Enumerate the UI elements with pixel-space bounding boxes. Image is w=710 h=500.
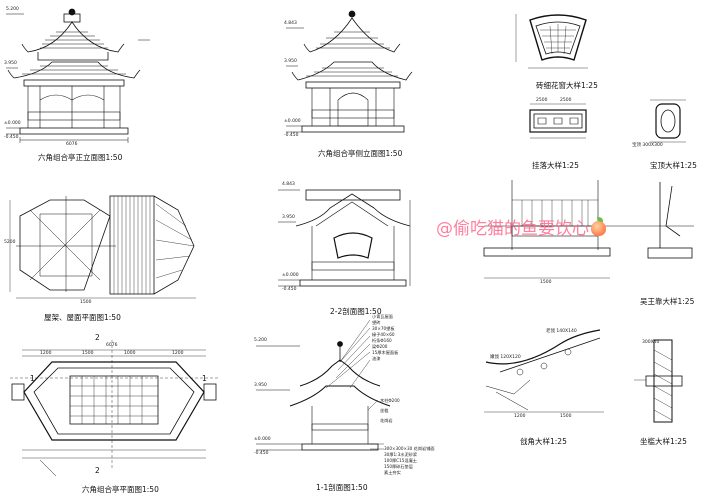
floor-plan-seg3: 1000 bbox=[124, 351, 136, 356]
section-note: 梁Φ200 bbox=[372, 344, 388, 349]
sec11-h4: -0.450 bbox=[254, 451, 269, 456]
hanging-dim-a: 2500 bbox=[536, 98, 548, 103]
section-11-caption: 1-1剖面图1:50 bbox=[316, 483, 368, 492]
side-elev-h4: -0.450 bbox=[284, 133, 299, 138]
seat-detail-caption: 坐槛大样1:25 bbox=[640, 437, 687, 446]
front-elev-h1: 5.200 bbox=[6, 7, 19, 12]
section-note: 桁条Φ160 bbox=[372, 338, 392, 343]
side-elevation-caption: 六角组合亭侧立面图1:50 bbox=[318, 149, 403, 158]
side-elev-h1: 4.843 bbox=[284, 21, 297, 26]
roof-plan-seg: 1500 bbox=[80, 300, 92, 305]
sec11-h3: ±0.000 bbox=[254, 437, 271, 442]
section-note: 望砖 bbox=[372, 320, 381, 325]
floor-plan-seg1: 1200 bbox=[40, 351, 52, 356]
section-mark-1-left: 1 bbox=[30, 374, 35, 383]
front-elev-h3: ±0.000 bbox=[4, 121, 21, 126]
hanging-detail-caption: 挂落大样1:25 bbox=[532, 161, 579, 170]
corner-dim-w2: 1500 bbox=[560, 414, 572, 419]
base-note: 150厚碎石垫层 bbox=[384, 464, 413, 469]
base-note: 素土夯实 bbox=[384, 470, 401, 475]
section-mark-2-bottom: 2 bbox=[95, 466, 100, 475]
corner-note-top: 老戗 140X140 bbox=[546, 329, 577, 334]
front-elev-total: 6076 bbox=[66, 142, 78, 147]
front-elev-h4: -0.450 bbox=[4, 135, 19, 140]
roof-plan-caption: 屋架、屋面平面图1:50 bbox=[44, 313, 121, 322]
sec22-h1: 4.843 bbox=[282, 182, 295, 187]
section-mark-1-right: 1 bbox=[202, 374, 207, 383]
corner-dim-w: 1200 bbox=[514, 414, 526, 419]
corner-detail-caption: 戗角大样1:25 bbox=[520, 437, 567, 446]
finial-note: 宝顶 300X300 bbox=[632, 143, 663, 148]
roof-plan-total: 5200 bbox=[4, 240, 16, 245]
sec11-h2: 3.950 bbox=[254, 383, 267, 388]
hanging-dim-b: 2500 bbox=[560, 98, 572, 103]
watermark-text: @偷吃猫的鱼要饮心 bbox=[436, 219, 589, 239]
base-note: 100厚C15混凝土 bbox=[384, 458, 417, 463]
side-elev-h2: 3.950 bbox=[284, 59, 297, 64]
floor-plan-seg4: 1200 bbox=[172, 351, 184, 356]
sec22-h4: -0.450 bbox=[282, 287, 297, 292]
wu-king-seg: 1500 bbox=[540, 280, 552, 285]
section-note: 小青瓦屋面 bbox=[372, 314, 393, 319]
base-note: 30厚1:3水泥砂浆 bbox=[384, 452, 418, 457]
sec22-h3: ±0.000 bbox=[282, 273, 299, 278]
sec22-h2: 3.950 bbox=[282, 215, 295, 220]
section-22-caption: 2-2剖面图1:50 bbox=[330, 307, 382, 316]
section-note: 15厚木屋面板 bbox=[372, 350, 399, 355]
section-note: 30×70望板 bbox=[372, 326, 395, 331]
floor-plan-seg2: 1500 bbox=[82, 351, 94, 356]
seat-dim: 300X40 bbox=[642, 340, 660, 345]
watermark: @偷吃猫的鱼要饮心 bbox=[436, 214, 606, 239]
front-elevation-caption: 六角组合亭正立面图1:50 bbox=[38, 153, 123, 162]
section-note: 油漆 bbox=[372, 356, 381, 361]
section-mark-2-top: 2 bbox=[95, 333, 100, 342]
section-note: 花岗岩 bbox=[380, 418, 393, 423]
front-elev-h2: 3.950 bbox=[4, 61, 17, 66]
sec11-h1: 5.200 bbox=[254, 338, 267, 343]
floor-plan-total: 6076 bbox=[106, 343, 118, 348]
side-elev-h3: ±0.000 bbox=[284, 119, 301, 124]
section-note: 椽子40×60 bbox=[372, 332, 395, 337]
section-note: 坐槛 bbox=[380, 408, 389, 413]
brick-window-caption: 砖细花窗大样1:25 bbox=[536, 81, 598, 90]
wu-king-caption: 吴王靠大样1:25 bbox=[640, 297, 695, 306]
peach-icon bbox=[591, 217, 606, 236]
corner-note-mid: 嫩戗 120X120 bbox=[490, 355, 521, 360]
finial-detail-caption: 宝顶大样1:25 bbox=[650, 161, 697, 170]
section-note: 木柱Φ200 bbox=[380, 398, 400, 403]
base-note: 300×300×30 花岗岩铺面 bbox=[384, 446, 435, 451]
floor-plan-caption: 六角组合亭平面图1:50 bbox=[82, 485, 159, 494]
